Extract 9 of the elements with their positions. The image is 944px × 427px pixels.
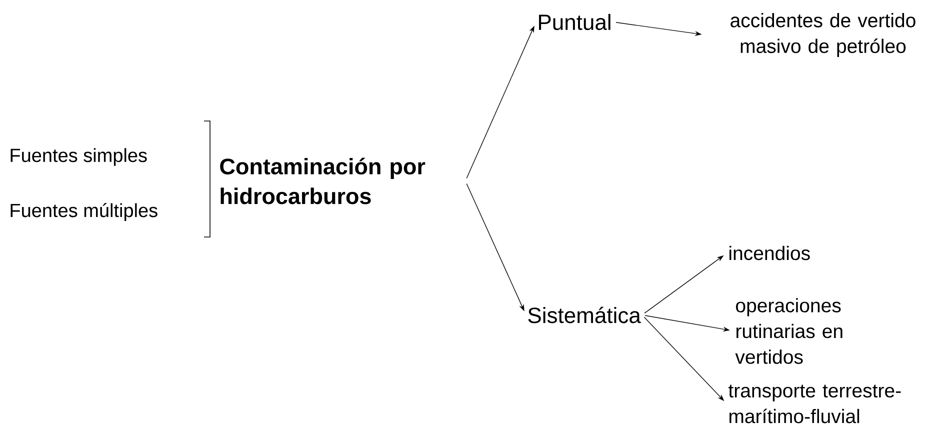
consequence-text: accidentes de vertido masivo de petróleo bbox=[730, 13, 916, 57]
consequence-text: operaciones rutinarias en vertidos bbox=[735, 298, 842, 364]
consequence-text: transporte terrestre-marítimo-fluvial bbox=[728, 384, 901, 424]
consequence-text: incendios bbox=[730, 246, 810, 260]
category-label: Puntual bbox=[539, 14, 610, 30]
source-label: Fuentes múltiples bbox=[10, 203, 158, 221]
source-label: Fuentes simples bbox=[10, 148, 147, 166]
category-label: Sistemática bbox=[528, 306, 641, 324]
main-topic-text: Contaminación por hidrocarburos bbox=[220, 158, 426, 204]
